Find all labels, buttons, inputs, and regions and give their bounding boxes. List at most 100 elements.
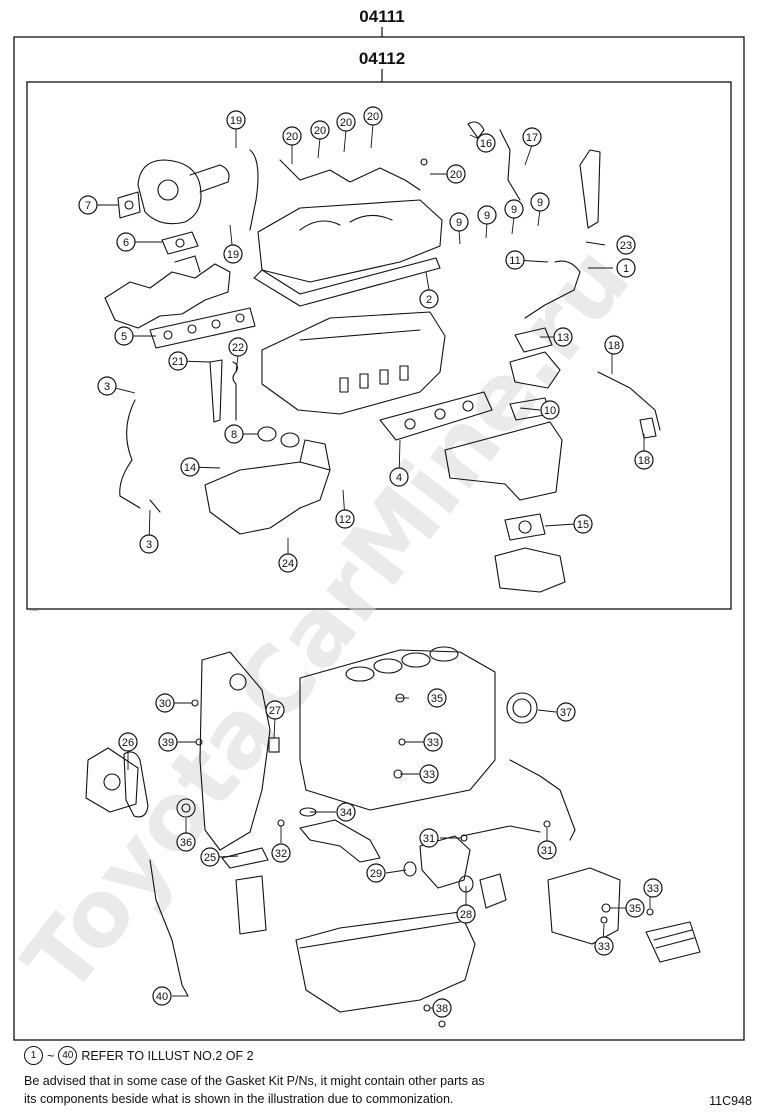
callout-number: 11 (509, 255, 520, 267)
callout-circle (271, 843, 291, 863)
callout-number: 35 (431, 693, 443, 705)
callout-number: 20 (340, 117, 352, 129)
callout-circle (419, 289, 439, 309)
callout-number: 12 (339, 514, 351, 526)
callout-number: 27 (269, 705, 281, 717)
callout-circle (158, 732, 178, 752)
callout-number: 21 (172, 356, 184, 368)
callout-number: 20 (314, 125, 326, 137)
upper-parts-drawing (104, 121, 661, 593)
callout-circle (97, 376, 117, 396)
callout-circle (78, 195, 98, 215)
callout-circle (476, 133, 496, 153)
callout-number: 19 (227, 249, 239, 261)
callout-leaders (88, 123, 651, 1009)
callout-number: 14 (184, 462, 196, 474)
callout-number: 32 (275, 848, 287, 860)
callout-number: 8 (231, 429, 237, 441)
callout-number: 13 (557, 332, 569, 344)
outer-kit-frame (13, 36, 745, 1041)
callout-number: 3 (146, 539, 152, 551)
callout-circle (423, 732, 443, 752)
callout-circle (432, 998, 452, 1018)
callout-circle (200, 847, 220, 867)
callout-number: 31 (541, 845, 553, 857)
note-text: REFER TO ILLUST NO.2 OF 2 (81, 1048, 254, 1063)
callout-number: 39 (162, 737, 174, 749)
callout-circle (176, 832, 196, 852)
callout-number: 33 (647, 883, 659, 895)
callout-number: 10 (544, 405, 556, 417)
callout-number: 23 (620, 240, 632, 252)
callout-circle (643, 878, 663, 898)
callout-circle (224, 424, 244, 444)
callout-circle (419, 828, 439, 848)
callout-number: 25 (204, 852, 216, 864)
callout-number: 7 (85, 200, 91, 212)
inner-kit-frame (26, 81, 732, 610)
callout-number: 17 (526, 132, 538, 144)
callout-number: 20 (450, 169, 462, 181)
callout-circle (616, 235, 636, 255)
note-range-end: 40 (58, 1046, 78, 1065)
callout-circle (449, 212, 469, 232)
callout-circle (335, 509, 355, 529)
callout-number: 34 (340, 807, 352, 819)
callout-circle (556, 702, 576, 722)
callout-circle (139, 534, 159, 554)
callout-number: 20 (367, 111, 379, 123)
callout-circle (152, 986, 172, 1006)
drawing-code: 11C948 (709, 1094, 752, 1108)
callout-circle (226, 110, 246, 130)
callout-number: 9 (456, 217, 462, 229)
callout-number: 5 (121, 331, 127, 343)
callout-number: 16 (480, 138, 492, 150)
callout-circle (114, 326, 134, 346)
callout-number: 2 (426, 294, 432, 306)
lower-parts-drawing (85, 646, 701, 1013)
callout-circle (634, 450, 654, 470)
callout-circle (456, 904, 476, 924)
callout-number: 19 (230, 115, 242, 127)
callout-number: 33 (427, 737, 439, 749)
callout-number: 20 (286, 131, 298, 143)
callout-number: 9 (537, 197, 543, 209)
callout-circle (419, 764, 439, 784)
callout-number: 36 (180, 837, 192, 849)
advice-line-1: Be advised that in some case of the Gask… (24, 1074, 485, 1088)
callout-circle (155, 693, 175, 713)
callout-number: 31 (423, 833, 435, 845)
callout-number: 26 (122, 737, 134, 749)
note-range-start: 1 (24, 1046, 43, 1065)
callout-circle (604, 335, 624, 355)
callout-circle (504, 199, 524, 219)
callout-number: 3 (104, 381, 110, 393)
callout-circle (594, 936, 614, 956)
advice-line-2: its components beside what is shown in t… (24, 1092, 454, 1106)
callout-number: 30 (159, 698, 171, 710)
callout-number: 33 (423, 769, 435, 781)
callout-circle (477, 205, 497, 225)
reference-note: 1 ~ 40 REFER TO ILLUST NO.2 OF 2 (24, 1046, 254, 1065)
callout-circle (223, 244, 243, 264)
callout-number: 35 (629, 903, 641, 915)
callout-circle (168, 351, 188, 371)
inner-kit-code: 04112 (359, 49, 405, 68)
callout-circle (366, 863, 386, 883)
small-seal-parts (191, 693, 654, 1028)
callout-circle (363, 106, 383, 126)
callout-number: 18 (608, 340, 620, 352)
callout-circle (540, 400, 560, 420)
callout-circle (537, 840, 557, 860)
callout-number: 9 (484, 210, 490, 222)
callout-circle (282, 126, 302, 146)
callout-number: 33 (598, 941, 610, 953)
callout-number: 28 (460, 909, 472, 921)
callout-circle (265, 700, 285, 720)
callout-circle (530, 192, 550, 212)
callout-number: 40 (156, 991, 168, 1003)
callout-circle (505, 250, 525, 270)
svg-text:.....: ..... (30, 607, 39, 613)
